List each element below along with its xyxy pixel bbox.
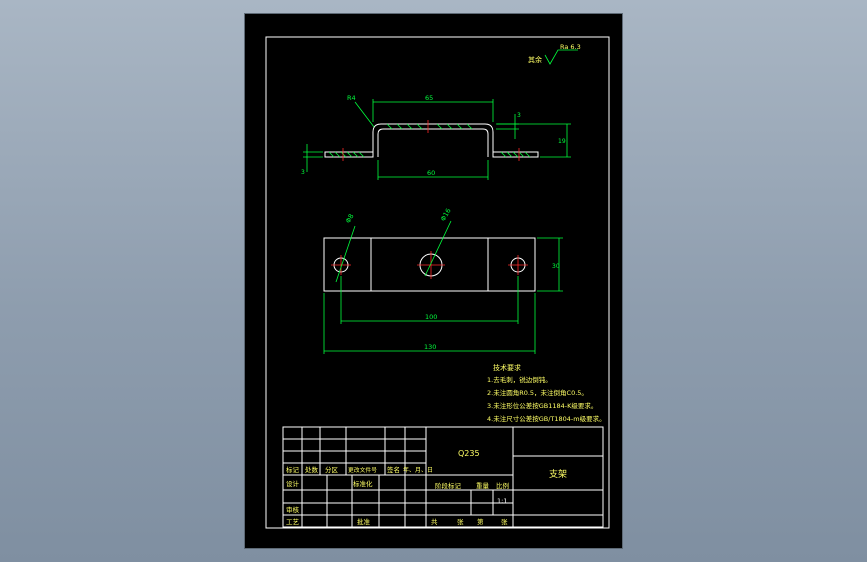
dim-hole-small: Φ8	[344, 213, 356, 225]
dim-bottom-width: 60	[427, 169, 435, 177]
left-wall	[372, 123, 382, 152]
drawing-sheet: 其余 Ra 6.3	[244, 13, 623, 549]
plan-view: Φ8 Φ16 30 100 130	[323, 207, 563, 354]
label-weight: 重量	[476, 482, 490, 490]
dim-hole-pitch: 100	[425, 313, 437, 321]
label-review: 审核	[286, 505, 300, 514]
part-name: 支架	[549, 468, 567, 480]
tech-note: 1.去毛刺，锐边倒钝。	[487, 375, 552, 384]
left-flange	[324, 151, 374, 158]
drawing-frame	[265, 36, 610, 529]
title-block-frame	[282, 426, 604, 528]
roughness-check-icon	[544, 49, 578, 65]
label-stage-mark: 阶段标记	[435, 481, 462, 490]
cad-drawing: 其余 Ra 6.3	[265, 36, 610, 529]
front-view: 65 R4 3 19 60 3	[301, 94, 571, 180]
label-sheets: 张	[457, 517, 464, 526]
tech-note: 2.未注圆角R0.5，未注倒角C0.5。	[487, 388, 588, 397]
label-process: 工艺	[286, 518, 300, 526]
technical-requirements: 技术要求 1.去毛刺，锐边倒钝。 2.未注圆角R0.5，未注倒角C0.5。 3.…	[487, 363, 606, 423]
header-change-doc: 更改文件号	[348, 466, 377, 474]
label-standardization: 标准化	[353, 479, 373, 488]
header-date: 年、月、日	[403, 466, 433, 474]
header-zone: 分区	[325, 465, 339, 474]
plate-outline	[323, 237, 536, 292]
header-signature: 签名	[387, 465, 400, 474]
dim-radius: R4	[347, 94, 356, 102]
dim-height-total: 19	[558, 138, 566, 145]
tech-title: 技术要求	[493, 363, 521, 372]
surface-roughness-symbol: 其余 Ra 6.3	[528, 43, 581, 65]
label-total-prefix: 共	[431, 517, 438, 526]
dim-overall-length: 130	[424, 343, 436, 351]
roughness-value: Ra 6.3	[560, 43, 581, 51]
right-wall	[484, 123, 494, 152]
tech-note: 3.未注形位公差按GB1184-K级要求。	[487, 401, 597, 410]
label-page: 张	[501, 517, 508, 526]
dim-height-small: 3	[517, 112, 521, 119]
dim-hole-large: Φ16	[439, 207, 453, 223]
label-approve: 批准	[357, 517, 371, 526]
scale-value: 1:1	[497, 497, 507, 505]
tech-note: 4.未注尺寸公差按GB/T1804-m级要求。	[487, 414, 606, 423]
roughness-prefix: 其余	[528, 55, 542, 64]
material: Q235	[458, 449, 480, 458]
header-count: 处数	[305, 465, 319, 474]
label-page-prefix: 第	[477, 517, 484, 526]
right-flange	[492, 151, 539, 158]
dim-top-width: 65	[425, 94, 433, 102]
dim-plate-height: 30	[552, 263, 560, 270]
dim-thickness: 3	[301, 169, 305, 176]
label-scale: 比例	[496, 481, 509, 490]
label-design: 设计	[286, 479, 300, 488]
title-block: 标记 处数 分区 更改文件号 签名 年、月、日 设计 标准化 审核 工艺 批准 …	[282, 426, 604, 528]
header-mark: 标记	[286, 465, 300, 474]
